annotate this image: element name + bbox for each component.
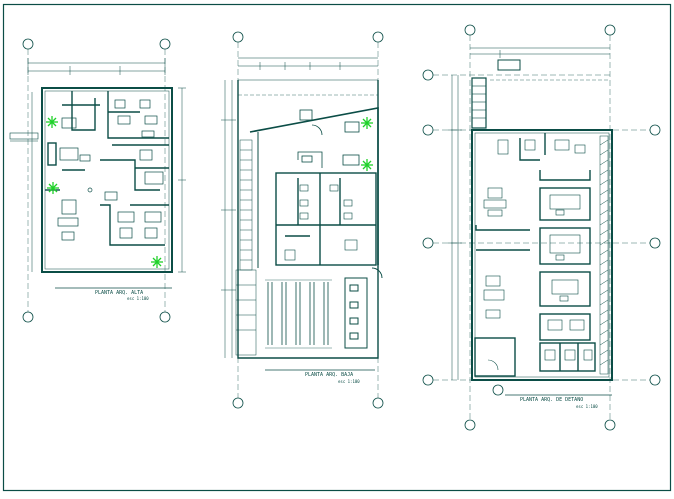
plan-baja (221, 31, 384, 409)
office-column-baja (344, 267, 383, 349)
restroom-fixtures-baja (284, 184, 358, 261)
hatched-wall-detano (599, 135, 609, 375)
plan-detano-title: PLANTA ARQ. DE DETANO (520, 397, 583, 403)
seating-rows-baja (265, 279, 332, 349)
plan-alta-scale: esc 1:100 (127, 296, 149, 301)
stair-baja (235, 139, 257, 356)
grid-bubbles-baja (232, 31, 384, 409)
plan-detano (422, 24, 661, 431)
plan-alta-title: PLANTA ARQ. ALTA (95, 290, 143, 296)
plants-baja (361, 117, 373, 171)
plan-alta (9, 38, 186, 323)
plants-alta (46, 116, 163, 268)
plan-detano-scale: esc 1:100 (576, 404, 598, 409)
dimension-lines-baja (221, 57, 378, 358)
sheet-border (2, 3, 672, 492)
plan-baja-title: PLANTA ARQ. BAJA (305, 372, 353, 378)
office-furniture-detano (483, 139, 593, 371)
dimension-lines-alta (27, 58, 186, 273)
stair-detano (471, 77, 487, 129)
restrooms-baja (275, 172, 377, 266)
grid-bubbles-alta (22, 38, 171, 323)
dimension-lines-detano (448, 47, 610, 380)
partitions-alta (45, 91, 169, 246)
reception-baja (297, 109, 360, 168)
plan-baja-scale: esc 1:100 (338, 379, 360, 384)
stair-alta (9, 132, 39, 142)
upper-rooms-detano (490, 59, 610, 81)
furniture-alta (57, 99, 164, 241)
offices-detano (474, 133, 596, 377)
